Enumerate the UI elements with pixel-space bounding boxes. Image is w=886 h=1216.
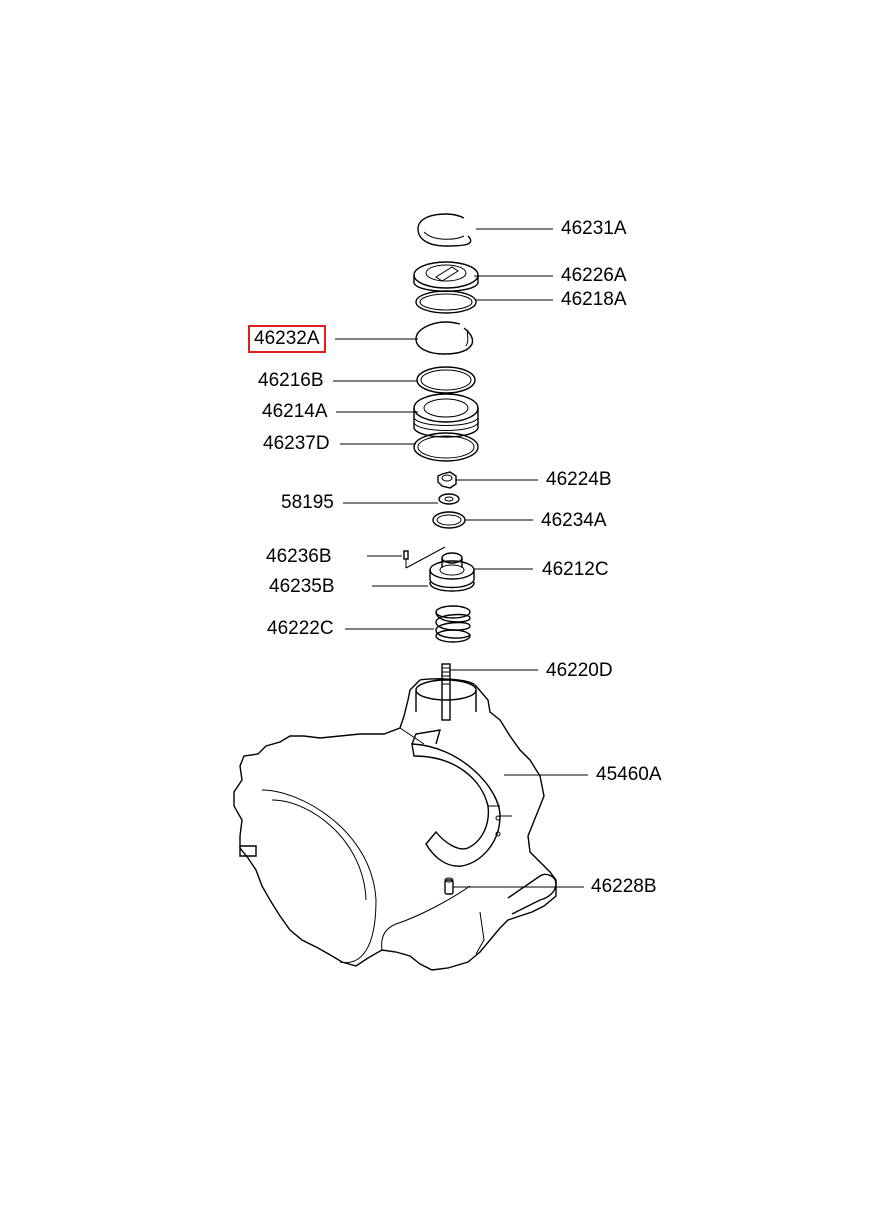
part-label-46234A[interactable]: 46234A: [541, 510, 607, 531]
seal-ring-46237D[interactable]: [413, 432, 479, 462]
snap-ring-46232A[interactable]: [415, 321, 474, 355]
part-label-45460A[interactable]: 45460A: [596, 764, 662, 785]
washer-58195[interactable]: [438, 493, 460, 505]
part-label-46236B[interactable]: 46236B: [266, 546, 332, 567]
part-label-46214A[interactable]: 46214A: [262, 401, 328, 422]
pin-46236B[interactable]: [403, 546, 446, 569]
part-label-46228B[interactable]: 46228B: [591, 876, 657, 897]
part-label-58195[interactable]: 58195: [281, 492, 334, 513]
part-label-46216B[interactable]: 46216B: [258, 370, 324, 391]
transmission-housing: [233, 678, 557, 971]
piston-cover-46226A[interactable]: [413, 261, 479, 292]
ring-46235B[interactable]: [429, 581, 475, 592]
piston-46214A[interactable]: [413, 393, 479, 438]
part-label-46224B[interactable]: 46224B: [546, 469, 612, 490]
part-label-46220D[interactable]: 46220D: [546, 660, 613, 681]
part-label-46226A[interactable]: 46226A: [561, 265, 627, 286]
part-label-46232A[interactable]: 46232A: [248, 325, 326, 353]
part-label-46218A[interactable]: 46218A: [561, 289, 627, 310]
nut-46224B[interactable]: [437, 471, 457, 489]
plug-46228B[interactable]: [444, 877, 454, 895]
part-label-46222C[interactable]: 46222C: [267, 618, 334, 639]
o-ring-46218A[interactable]: [415, 290, 477, 314]
part-label-46212C[interactable]: 46212C: [542, 559, 609, 580]
seal-ring-46216B[interactable]: [416, 366, 476, 394]
o-ring-46234A[interactable]: [432, 511, 466, 529]
part-label-46235B[interactable]: 46235B: [269, 576, 335, 597]
snap-ring-46231A[interactable]: [417, 213, 472, 247]
piston-46212C[interactable]: [429, 552, 475, 589]
brake-band-45460A[interactable]: [411, 729, 512, 867]
spring-46222C[interactable]: [435, 605, 471, 643]
part-label-46231A[interactable]: 46231A: [561, 218, 627, 239]
part-label-46237D[interactable]: 46237D: [263, 433, 330, 454]
rod-46220D[interactable]: [441, 663, 451, 721]
